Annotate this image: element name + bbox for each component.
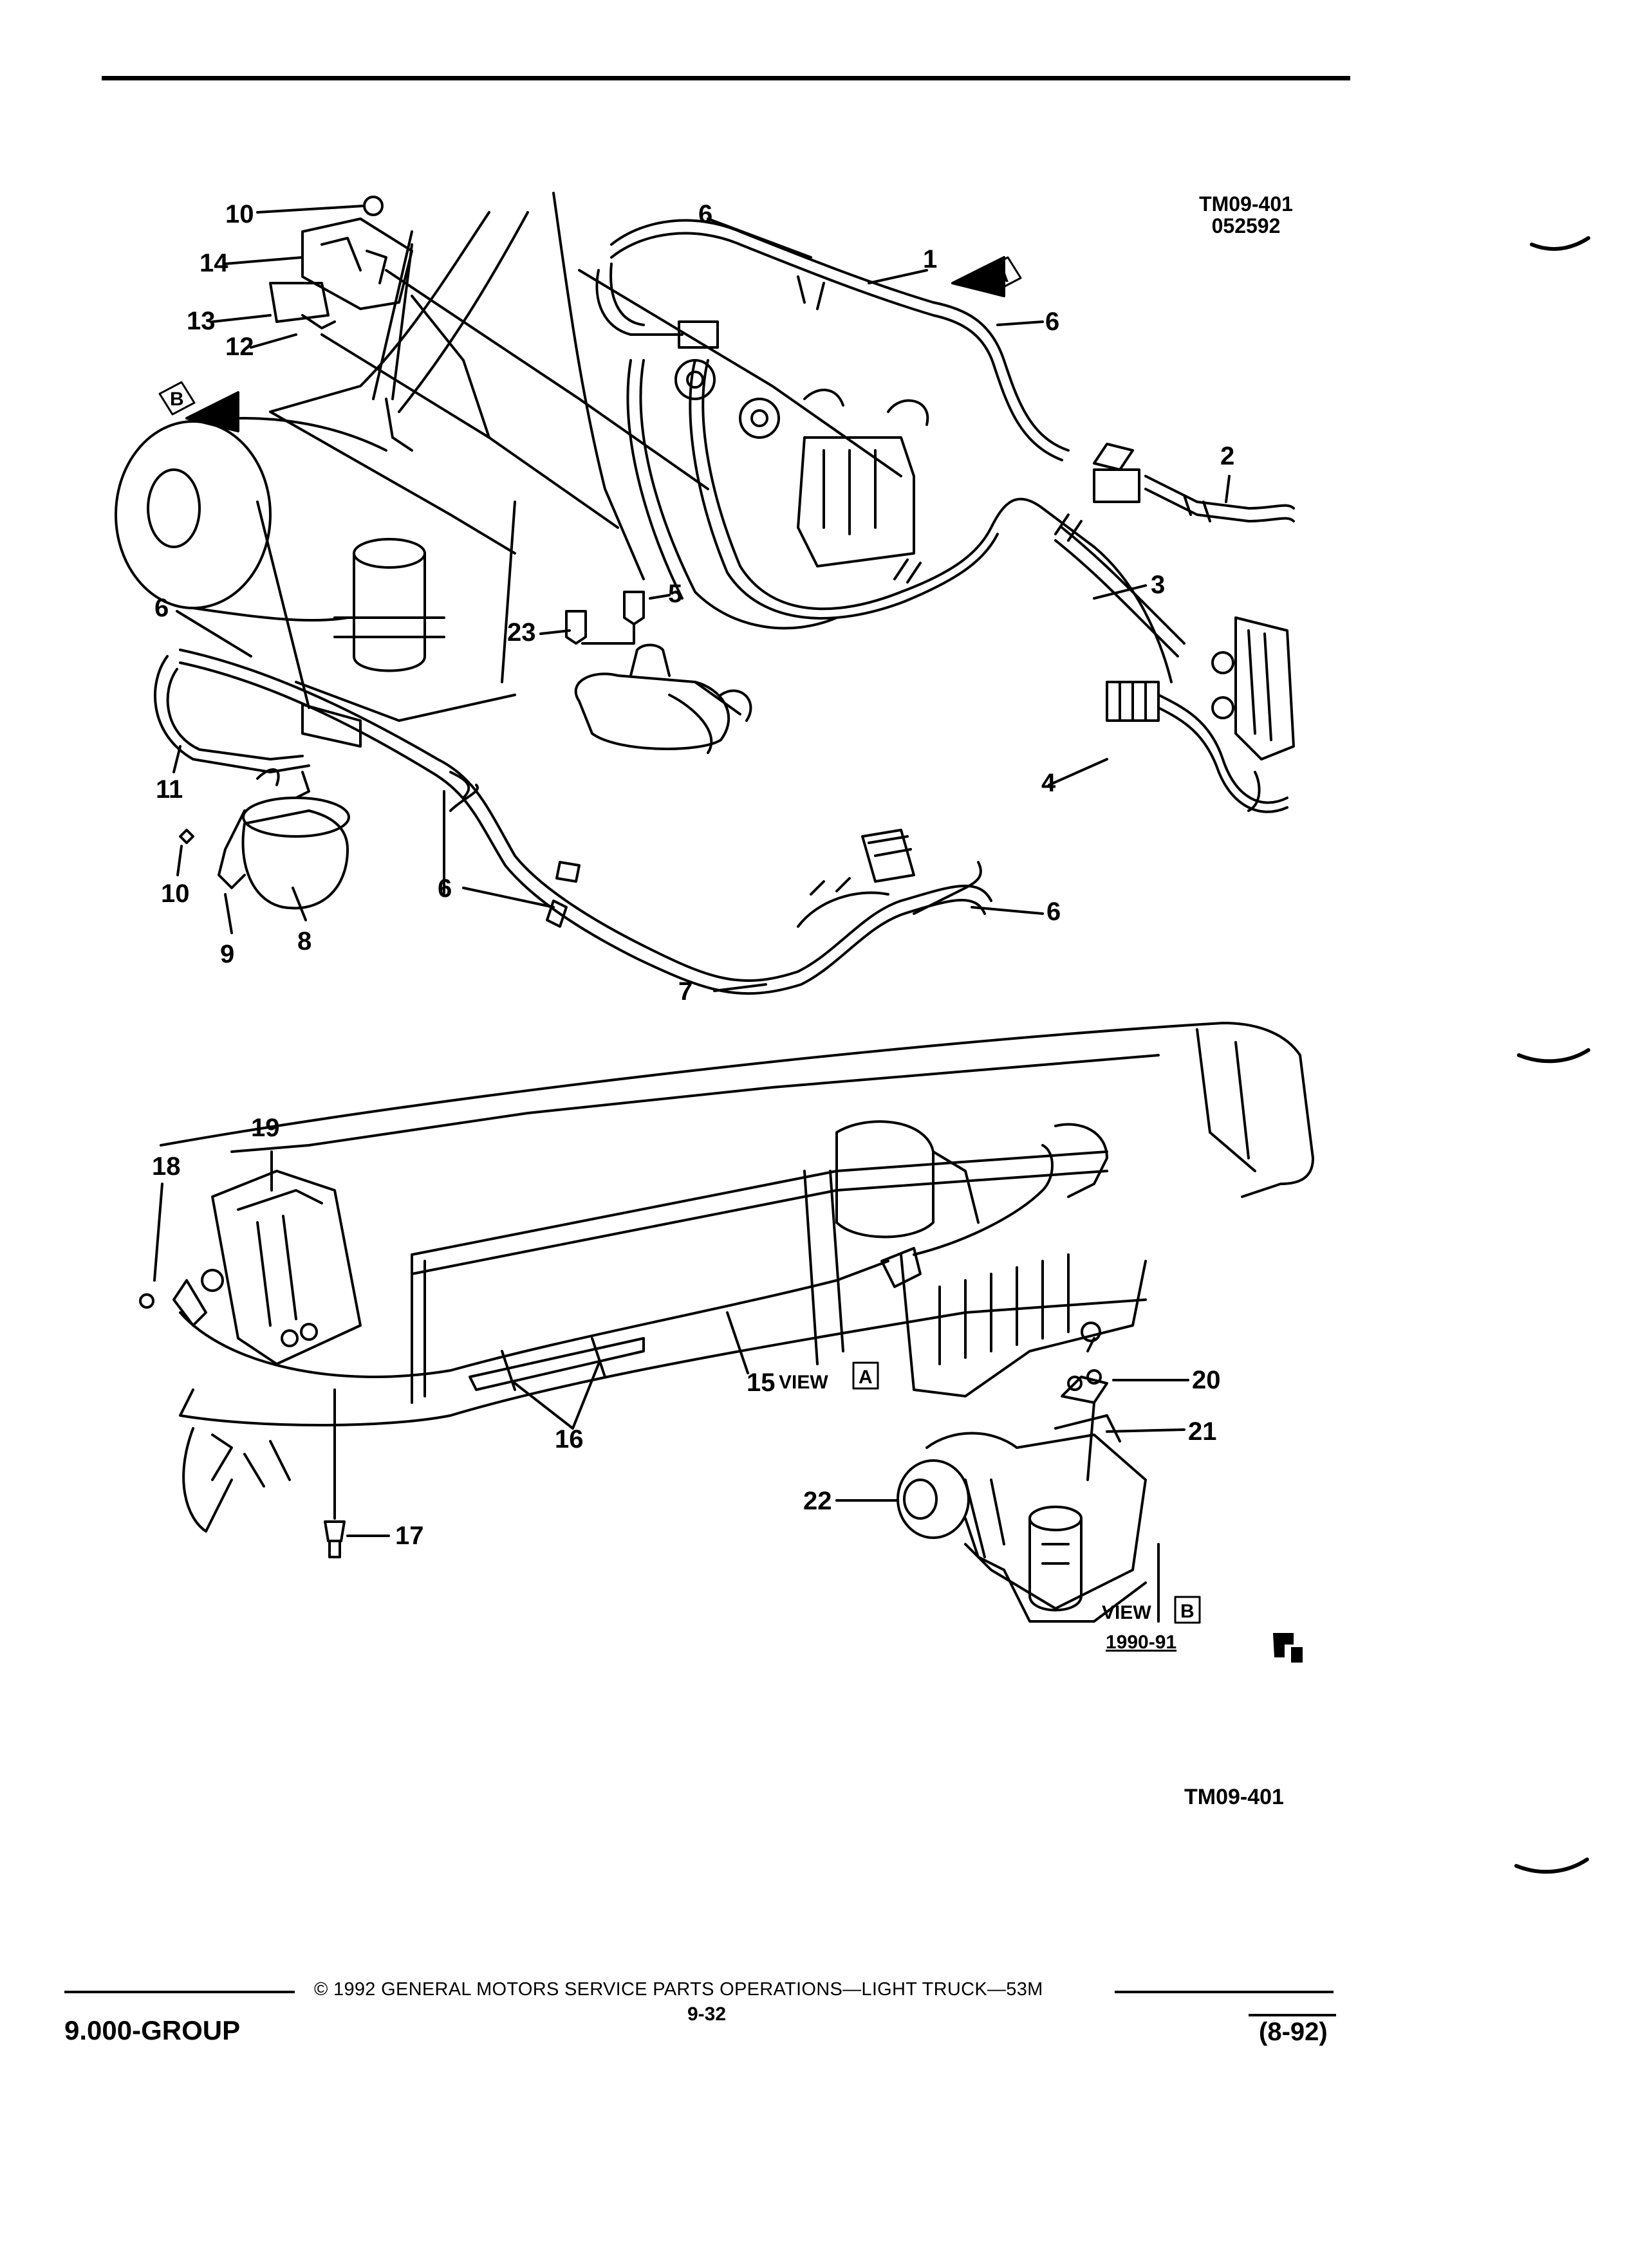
callout-labels: 6 10 1 14 13 12 6 2 3 5 23 6 4 11 10 6 6… — [152, 200, 1234, 1653]
callout-12: 12 — [225, 333, 254, 361]
footer-copyright: © 1992 GENERAL MOTORS SERVICE PARTS OPER… — [314, 1979, 1043, 2000]
footer-rule-right — [1115, 1991, 1334, 1993]
vacuum-tank-assembly — [179, 768, 350, 910]
callout-20: 20 — [1192, 1366, 1221, 1394]
callout-6-lower-right: 6 — [1046, 898, 1061, 926]
callout-1: 1 — [923, 245, 937, 273]
callout-14: 14 — [200, 249, 228, 277]
callout-10-left: 10 — [161, 880, 190, 908]
view-b-years: 1990-91 — [1106, 1632, 1176, 1653]
top-rule — [102, 76, 1350, 80]
footer-rule-left — [64, 1991, 295, 1993]
callout-3: 3 — [1151, 571, 1165, 599]
footer-rule-date — [1249, 2014, 1336, 2016]
callout-9: 9 — [220, 940, 234, 968]
callout-17: 17 — [395, 1522, 424, 1550]
reference-code-block: TM09-401 052592 — [1188, 193, 1304, 237]
vacuum-line-lower — [153, 649, 992, 995]
callout-6-left: 6 — [154, 594, 169, 622]
footer-group: 9.000-GROUP — [64, 2015, 241, 2045]
arrow-a-letter: A — [995, 265, 1009, 286]
mount-bracket-parts — [269, 196, 413, 452]
callout-19: 19 — [251, 1114, 280, 1142]
footer-page-number: 9-32 — [687, 2004, 727, 2025]
callout-22: 22 — [803, 1487, 832, 1515]
view-b-label: VIEW — [1102, 1602, 1151, 1623]
reference-code: TM09-401 — [1199, 192, 1293, 216]
callout-23: 23 — [507, 618, 536, 647]
callout-11: 11 — [156, 775, 183, 804]
gm-logo-mark — [1273, 1633, 1303, 1663]
binding-marks — [1514, 236, 1590, 1874]
callout-leader-lines — [153, 205, 1231, 1623]
view-a-letter: A — [859, 1367, 873, 1388]
vacuum-fittings — [565, 591, 645, 645]
view-a-label: VIEW — [779, 1372, 828, 1393]
blower-motor-assembly-view-b — [897, 1322, 1147, 1623]
vacuum-harness-upper — [595, 219, 1295, 813]
instrument-panel-drawing — [139, 1022, 1314, 1558]
callout-6-right: 6 — [1045, 308, 1059, 336]
reference-date: 052592 — [1211, 214, 1281, 237]
callout-13: 13 — [187, 307, 216, 335]
callout-4: 4 — [1041, 769, 1056, 797]
arrow-b-letter: B — [170, 389, 184, 410]
view-b-letter: B — [1180, 1601, 1195, 1622]
callout-6-bottom: 6 — [438, 874, 452, 903]
callout-2: 2 — [1220, 442, 1234, 470]
view-arrow-letter-boxes — [158, 256, 1201, 1624]
footer-date: (8-92) — [1259, 2018, 1328, 2046]
callout-15: 15 — [747, 1369, 776, 1397]
engine-compartment-drawing — [115, 192, 902, 754]
callout-7: 7 — [678, 977, 693, 1006]
callout-10-top: 10 — [225, 200, 254, 228]
callout-6-top: 6 — [698, 200, 712, 228]
figure-code: TM09-401 — [1184, 1785, 1284, 1809]
callout-16: 16 — [555, 1425, 584, 1453]
callout-8: 8 — [297, 927, 311, 955]
callout-5: 5 — [668, 580, 682, 608]
callout-21: 21 — [1188, 1417, 1217, 1446]
callout-18: 18 — [152, 1152, 181, 1181]
